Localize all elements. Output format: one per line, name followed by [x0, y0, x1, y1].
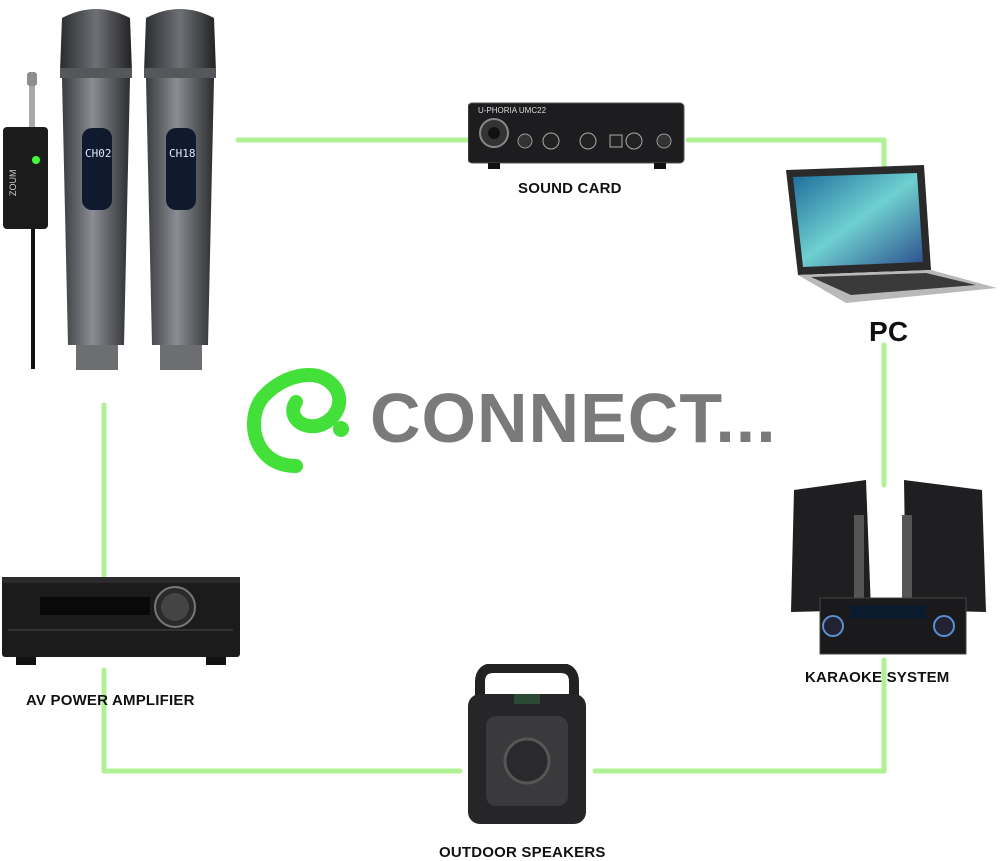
outdoor-speaker-image [468, 664, 586, 824]
receiver-brand: ZOUM [8, 169, 18, 197]
svg-text:CH02: CH02 [85, 147, 112, 160]
sound-card-label: SOUND CARD [518, 180, 622, 197]
karaoke-system-image [791, 480, 986, 655]
av-amplifier-label: AV POWER AMPLIFIER [26, 692, 195, 709]
receiver-icon [3, 72, 48, 369]
wireless-microphones-image: CH02 CH18 [3, 9, 216, 370]
microphone-2-icon: CH18 [144, 9, 216, 370]
pc-label: PC [869, 316, 909, 347]
av-amplifier-image [2, 577, 240, 665]
svg-text:CH18: CH18 [169, 147, 196, 160]
microphone-1-icon: CH02 [60, 9, 132, 370]
sound-card-model-text: U-PHORIA UMC22 [478, 106, 547, 115]
connect-text: CONNECT... [370, 379, 777, 457]
outdoor-speakers-label: OUTDOOR SPEAKERS [439, 844, 606, 861]
sound-card-image [468, 102, 685, 169]
pc-laptop-image [786, 165, 997, 303]
connect-logo-icon [247, 368, 349, 473]
karaoke-system-label: KARAOKE SYSTEM [805, 669, 950, 686]
